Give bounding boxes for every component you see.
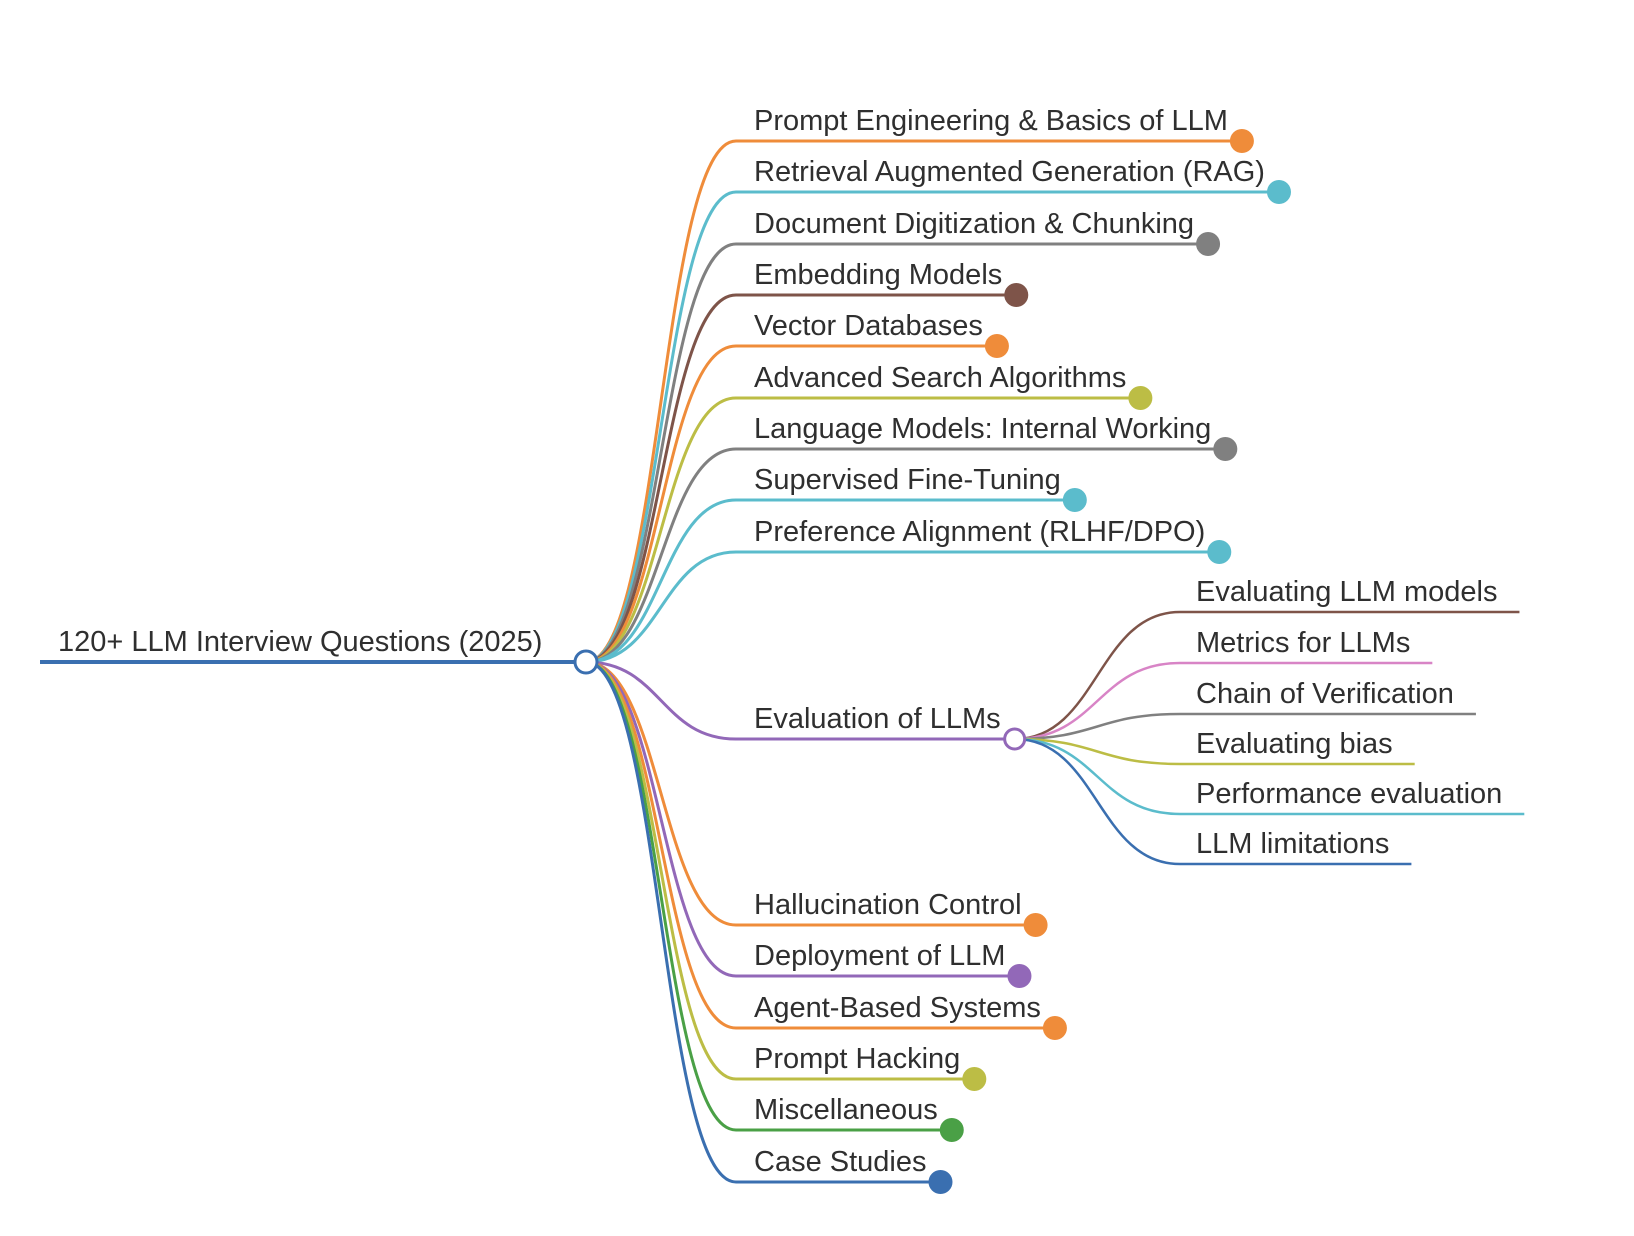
- topic-node-embedding-models[interactable]: [1004, 283, 1029, 307]
- mindmap-nodes: 120+ LLM Interview Questions (2025) Prom…: [40, 105, 1525, 1194]
- topic-label-miscellaneous: Miscellaneous: [754, 1094, 938, 1126]
- topic-label-agent-based-systems: Agent-Based Systems: [754, 992, 1041, 1024]
- link-agent-based-systems: [585, 660, 737, 1030]
- link-metrics-for-llms: [1014, 661, 1181, 741]
- topic-label-document-digitization-chunking: Document Digitization & Chunking: [754, 208, 1194, 240]
- link-chain-of-verification: [1014, 712, 1181, 741]
- subtopic-label-llm-limitations: LLM limitations: [1196, 828, 1389, 860]
- topic-label-case-studies: Case Studies: [754, 1146, 927, 1178]
- topic-label-preference-alignment-rlhf-dpo: Preference Alignment (RLHF/DPO): [754, 516, 1205, 548]
- link-document-digitization-chunking: [585, 242, 737, 664]
- topic-node-case-studies[interactable]: [928, 1170, 953, 1194]
- topic-node-prompt-engineering-basics-of-llm[interactable]: [1229, 129, 1254, 153]
- topic-node-deployment-of-llm[interactable]: [1007, 964, 1032, 988]
- link-performance-evaluation: [1014, 737, 1181, 816]
- topic-node-hallucination-control[interactable]: [1023, 913, 1048, 937]
- subtopic-label-chain-of-verification: Chain of Verification: [1196, 678, 1454, 710]
- mindmap-links: [585, 139, 1181, 1184]
- topic-label-deployment-of-llm: Deployment of LLM: [754, 940, 1005, 972]
- link-miscellaneous: [585, 660, 737, 1132]
- topic-node-preference-alignment-rlhf-dpo[interactable]: [1207, 540, 1232, 564]
- topic-label-evaluation-of-llms: Evaluation of LLMs: [754, 703, 1001, 735]
- topic-label-supervised-fine-tuning: Supervised Fine-Tuning: [754, 464, 1061, 496]
- topic-node-advanced-search-algorithms[interactable]: [1128, 386, 1153, 410]
- subtopic-label-metrics-for-llms: Metrics for LLMs: [1196, 627, 1410, 659]
- topic-label-prompt-engineering-basics-of-llm: Prompt Engineering & Basics of LLM: [754, 105, 1228, 137]
- topic-label-advanced-search-algorithms: Advanced Search Algorithms: [754, 362, 1126, 394]
- link-deployment-of-llm: [585, 660, 737, 978]
- link-vector-databases: [585, 344, 737, 664]
- topic-node-document-digitization-chunking[interactable]: [1196, 232, 1221, 256]
- topic-node-retrieval-augmented-generation-rag[interactable]: [1266, 180, 1291, 204]
- link-hallucination-control: [585, 660, 737, 927]
- topic-node-agent-based-systems[interactable]: [1042, 1016, 1067, 1040]
- subtopic-label-evaluating-llm-models: Evaluating LLM models: [1196, 576, 1497, 608]
- topic-label-vector-databases: Vector Databases: [754, 310, 983, 342]
- topic-node-evaluation-of-llms[interactable]: [1003, 727, 1027, 751]
- subtopic-label-evaluating-bias: Evaluating bias: [1196, 728, 1393, 760]
- topic-label-embedding-models: Embedding Models: [754, 259, 1002, 291]
- link-evaluating-bias: [1014, 737, 1181, 766]
- topic-node-miscellaneous[interactable]: [939, 1118, 964, 1142]
- topic-label-retrieval-augmented-generation-rag: Retrieval Augmented Generation (RAG): [754, 156, 1265, 188]
- topic-label-hallucination-control: Hallucination Control: [754, 889, 1022, 921]
- link-evaluating-llm-models: [1014, 610, 1181, 741]
- topic-node-language-models-internal-working[interactable]: [1213, 437, 1238, 461]
- topic-node-vector-databases[interactable]: [984, 334, 1009, 358]
- topic-label-language-models-internal-working: Language Models: Internal Working: [754, 413, 1211, 445]
- link-preference-alignment-rlhf-dpo: [585, 550, 737, 664]
- root-label: 120+ LLM Interview Questions (2025): [58, 626, 542, 658]
- link-llm-limitations: [1014, 737, 1181, 866]
- link-case-studies: [585, 660, 737, 1184]
- link-embedding-models: [585, 293, 737, 664]
- topic-node-supervised-fine-tuning[interactable]: [1062, 488, 1087, 512]
- subtopic-label-performance-evaluation: Performance evaluation: [1196, 778, 1502, 810]
- topic-label-prompt-hacking: Prompt Hacking: [754, 1043, 960, 1075]
- root-collapse-toggle[interactable]: [573, 649, 599, 675]
- topic-node-prompt-hacking[interactable]: [962, 1067, 987, 1091]
- link-evaluation-of-llms: [585, 660, 737, 741]
- link-supervised-fine-tuning: [585, 498, 737, 664]
- link-retrieval-augmented-generation-rag: [585, 190, 737, 664]
- link-language-models-internal-working: [585, 447, 737, 664]
- link-advanced-search-algorithms: [585, 396, 737, 664]
